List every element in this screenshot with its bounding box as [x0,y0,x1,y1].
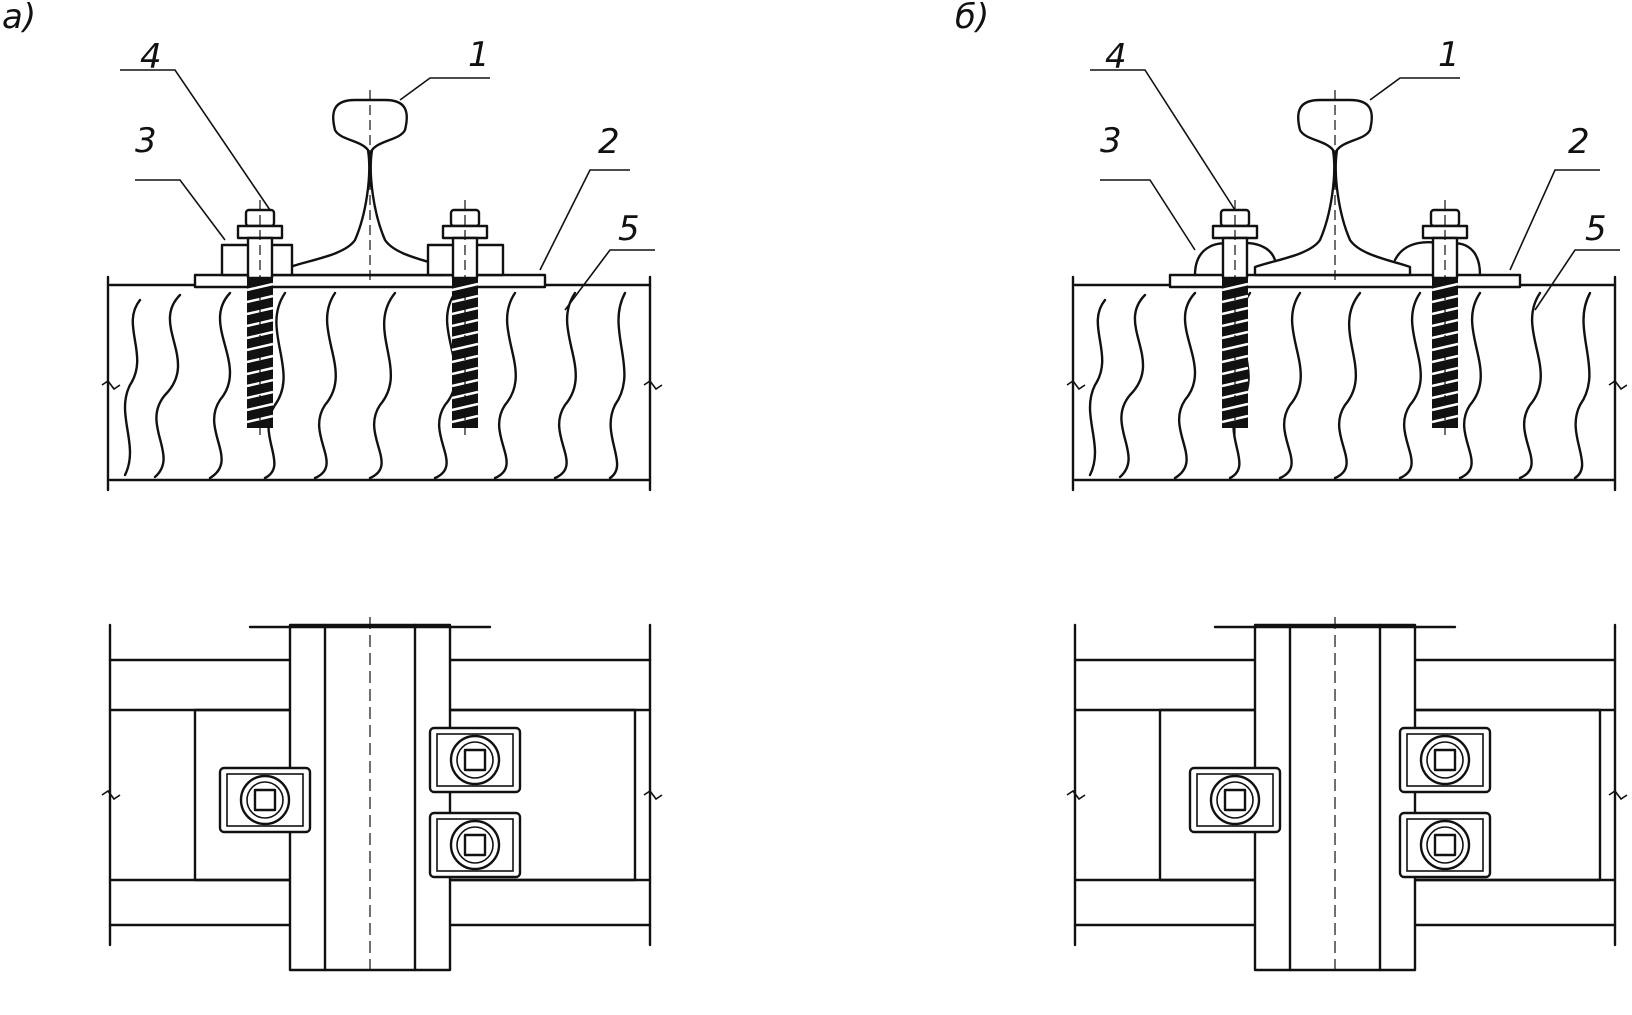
callout-3-a: 3 [135,121,157,161]
panel-a: а) 4 3 1 2 5 [2,0,664,977]
clamp-right-top-a [428,726,522,794]
screw-right-b [1421,198,1469,437]
sleeper-section-b [1065,275,1629,492]
clamp-right-bottom-b [1398,811,1492,879]
clamp-left-b [1188,766,1282,834]
rail-a [288,98,447,277]
callout-5-b: 5 [1585,209,1607,249]
panel-b-label: б) [955,0,989,37]
panel-b-plan [1065,615,1629,977]
panel-b: б) 4 3 1 2 5 [955,0,1629,977]
callout-3-b: 3 [1100,121,1122,161]
callout-2-a: 2 [598,122,620,162]
screw-left-b [1211,198,1259,437]
rail-b [1253,98,1412,277]
sleeper-section-a [100,275,664,492]
clamp-right-top-b [1398,726,1492,794]
callout-5-a: 5 [618,209,640,249]
callout-4-b: 4 [1105,37,1127,77]
clamp-left-a [218,766,312,834]
panel-a-elevation [100,90,664,492]
panel-b-elevation [1065,90,1629,492]
clamp-right-bottom-a [428,811,522,879]
panel-a-plan [100,615,664,977]
callout-2-b: 2 [1568,122,1590,162]
callout-1-a: 1 [468,35,490,75]
callout-1-b: 1 [1438,35,1460,75]
callout-4-a: 4 [140,37,162,77]
panel-a-label: а) [2,0,36,37]
